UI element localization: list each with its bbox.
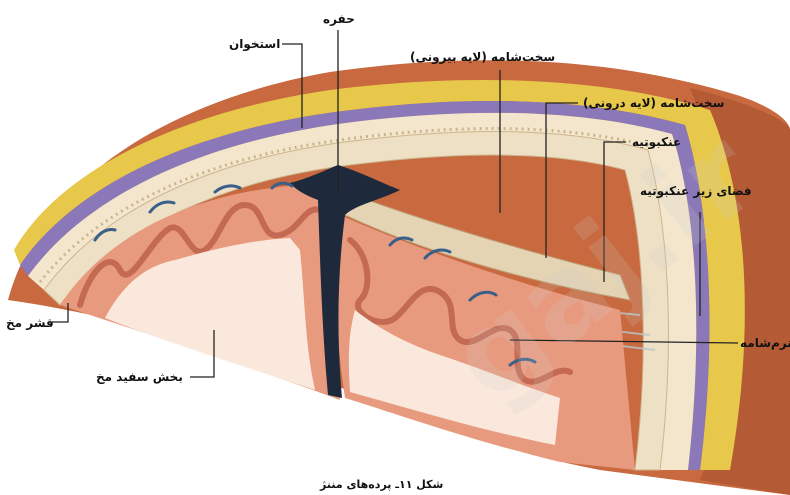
label-bone: استخوان xyxy=(229,37,280,51)
label-fossa: حفره xyxy=(323,12,355,26)
label-dura-inner: سخت‌شامه (لایه درونی) xyxy=(583,96,724,110)
label-subarachnoid: فضای زیر عنکبوتیه xyxy=(640,184,752,198)
figure-caption: شکل ۱۱ـ پرده‌های مننژ xyxy=(320,478,443,492)
label-pia: نرم‌شامه xyxy=(740,336,790,350)
label-cortex: قشر مخ xyxy=(6,316,54,330)
label-arachnoid: عنکبوتیه xyxy=(632,135,681,149)
label-dura-outer: سخت‌شامه (لایه بیرونی) xyxy=(410,50,555,64)
label-white-matter: بخش سفید مخ xyxy=(96,370,183,384)
